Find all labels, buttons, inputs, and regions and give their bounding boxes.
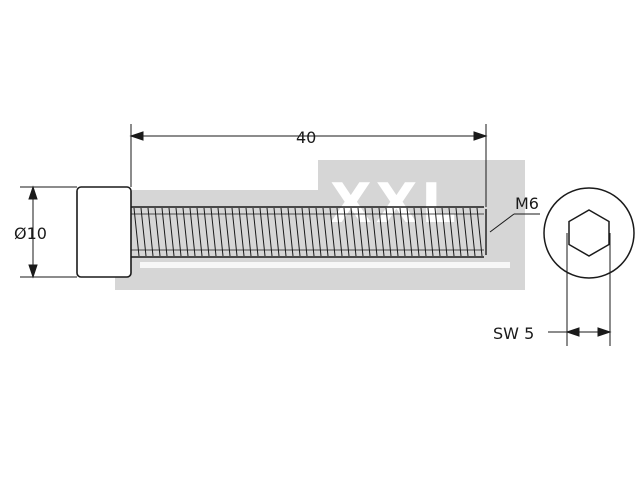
thread-line: [441, 207, 448, 257]
thread-line: [308, 207, 315, 257]
screw-head: [76, 186, 132, 278]
thread-line: [476, 207, 483, 257]
thread-line: [455, 207, 462, 257]
thread-line: [294, 207, 301, 257]
thread-line: [406, 207, 413, 257]
hex-socket-icon: [568, 209, 610, 257]
thread-line: [315, 207, 322, 257]
thread-line: [420, 207, 427, 257]
thread-line: [147, 207, 154, 257]
end-view: [543, 187, 635, 279]
thread-line: [154, 207, 161, 257]
watermark-text: XXL: [330, 172, 460, 235]
watermark-line: [140, 262, 510, 268]
thread-line: [287, 207, 294, 257]
thread-line: [182, 207, 189, 257]
thread-line: [329, 207, 336, 257]
length-dimension: [129, 124, 488, 207]
thread-line: [301, 207, 308, 257]
thread-label: M6: [515, 194, 539, 213]
thread-line: [385, 207, 392, 257]
thread-line: [210, 207, 217, 257]
socket-arrow-right: [597, 327, 612, 337]
thread-line: [266, 207, 273, 257]
diameter-arrow-bottom: [28, 264, 38, 279]
thread-line: [217, 207, 224, 257]
length-arrow-right: [473, 131, 488, 141]
diameter-label: Ø10: [14, 224, 47, 243]
thread-line: [252, 207, 259, 257]
thread-line: [196, 207, 203, 257]
thread-line: [231, 207, 238, 257]
thread-line: [168, 207, 175, 257]
thread-line: [350, 207, 357, 257]
thread-line: [392, 207, 399, 257]
thread-line: [336, 207, 343, 257]
thread-line: [224, 207, 231, 257]
thread-line: [133, 207, 140, 257]
thread-line: [238, 207, 245, 257]
thread-line: [245, 207, 252, 257]
thread-line: [189, 207, 196, 257]
thread-line: [343, 207, 350, 257]
thread-line: [413, 207, 420, 257]
thread-line: [280, 207, 287, 257]
diameter-dimension: [20, 185, 77, 279]
thread-line: [378, 207, 385, 257]
length-arrow-left: [129, 131, 144, 141]
thread-line: [462, 207, 469, 257]
thread-hatching: [133, 207, 483, 257]
socket-arrow-left: [565, 327, 580, 337]
watermark-band-left: [115, 190, 320, 290]
thread-line: [161, 207, 168, 257]
socket-dimension: [548, 233, 612, 346]
thread-line: [203, 207, 210, 257]
length-label: 40: [296, 128, 316, 147]
thread-callout: [489, 213, 540, 233]
thread-leader: [489, 213, 515, 233]
thread-line: [322, 207, 329, 257]
thread-line: [448, 207, 455, 257]
thread-line: [259, 207, 266, 257]
thread-line: [273, 207, 280, 257]
thread-line: [434, 207, 441, 257]
thread-line: [427, 207, 434, 257]
diameter-arrow-top: [28, 185, 38, 200]
socket-label: SW 5: [493, 324, 534, 343]
watermark: XXL: [115, 160, 525, 290]
thread-line: [371, 207, 378, 257]
thread-line: [140, 207, 147, 257]
thread-line: [357, 207, 364, 257]
thread-line: [399, 207, 406, 257]
thread-line: [175, 207, 182, 257]
thread-line: [364, 207, 371, 257]
thread-line: [469, 207, 476, 257]
